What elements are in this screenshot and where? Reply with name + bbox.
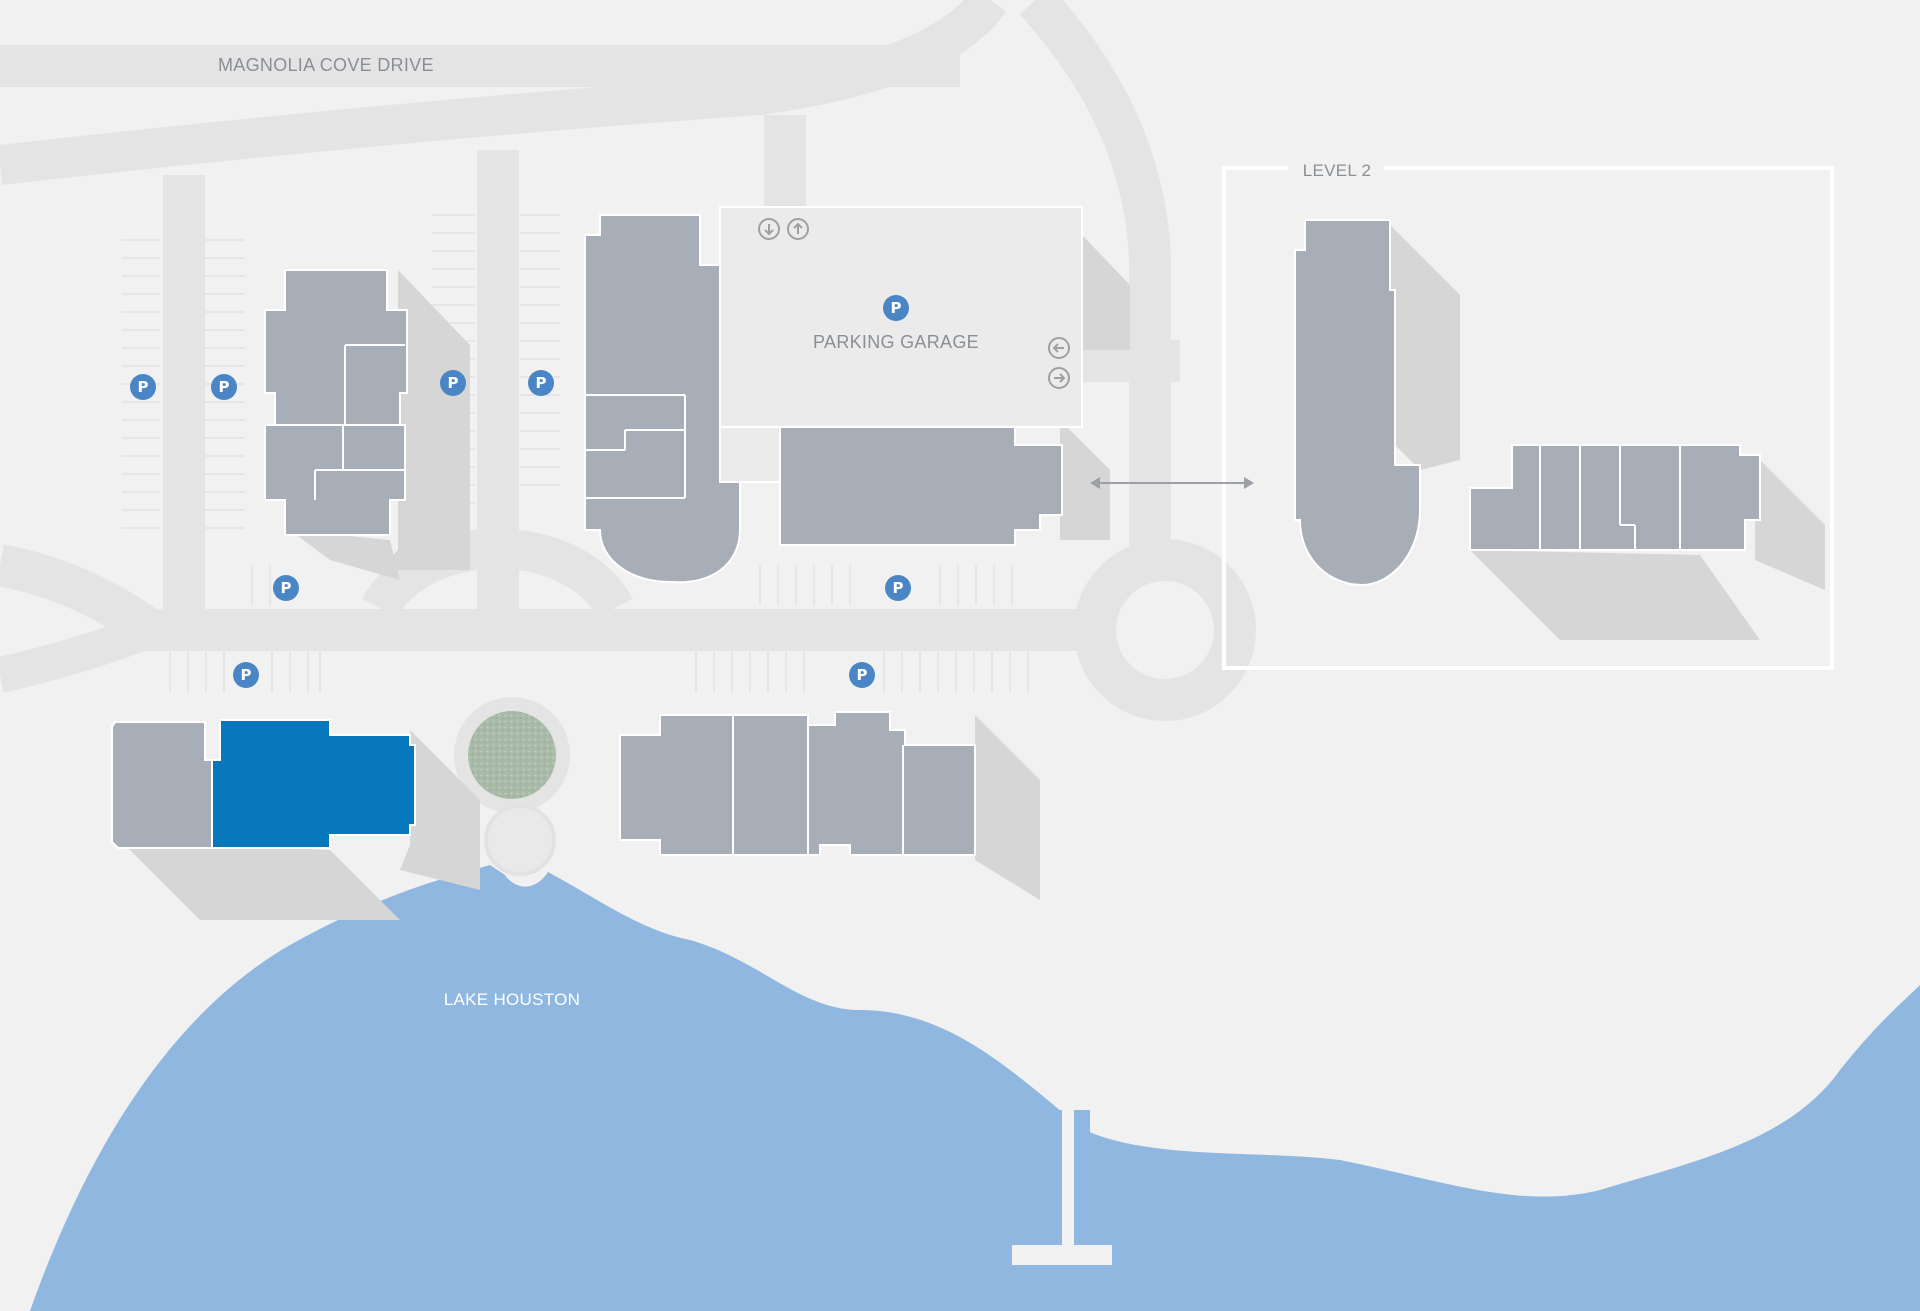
parking-markers: P P P P P P P P P xyxy=(130,295,911,688)
parking-icon[interactable]: P xyxy=(883,295,909,321)
arrow-left-icon xyxy=(1048,337,1070,359)
upper-curve-road xyxy=(0,0,1007,185)
svg-text:P: P xyxy=(536,374,547,392)
svg-text:P: P xyxy=(891,299,902,317)
level-2-label: LEVEL 2 xyxy=(1303,161,1372,180)
building-south-center xyxy=(619,711,976,856)
parking-icon[interactable]: P xyxy=(885,575,911,601)
stripes-col-4 xyxy=(520,214,560,486)
svg-text:P: P xyxy=(241,666,252,684)
parking-icon[interactable]: P xyxy=(440,370,466,396)
building-west-north xyxy=(264,269,408,536)
double-arrow-icon xyxy=(1090,477,1254,489)
parking-garage[interactable]: PARKING GARAGE xyxy=(719,206,1083,483)
svg-text:P: P xyxy=(893,579,904,597)
arrow-right-icon xyxy=(1048,367,1070,389)
arrow-up-icon xyxy=(787,218,809,240)
building-southwest xyxy=(111,721,216,849)
svg-text:P: P xyxy=(448,374,459,392)
parking-icon[interactable]: P xyxy=(233,662,259,688)
stripes-col-2 xyxy=(205,239,245,529)
svg-text:P: P xyxy=(281,579,292,597)
southwest-road xyxy=(0,613,157,693)
parking-icon[interactable]: P xyxy=(528,370,554,396)
svg-text:P: P xyxy=(219,378,230,396)
parking-icon[interactable]: P xyxy=(849,662,875,688)
stripes-col-1 xyxy=(122,239,160,529)
east-arc-road xyxy=(1019,0,1171,560)
parking-garage-label: PARKING GARAGE xyxy=(813,332,979,352)
road-label: MAGNOLIA COVE DRIVE xyxy=(218,55,434,75)
parking-icon[interactable]: P xyxy=(211,374,237,400)
stripes-row-north xyxy=(251,565,1013,605)
fountain xyxy=(468,711,556,799)
road-network xyxy=(0,0,1256,876)
lake-overlook xyxy=(484,804,556,876)
roundabout-arc xyxy=(362,528,633,618)
level-2-inset[interactable]: LEVEL 2 xyxy=(1222,158,1834,670)
lake-houston xyxy=(30,865,1920,1311)
parking-icon[interactable]: P xyxy=(273,575,299,601)
building-central-tower xyxy=(584,214,741,584)
pier xyxy=(1012,1110,1112,1265)
north-south-road-3 xyxy=(764,115,806,210)
building-highlighted-venue[interactable] xyxy=(211,719,416,849)
svg-text:P: P xyxy=(857,666,868,684)
arrow-down-icon xyxy=(758,218,780,240)
north-south-road-1 xyxy=(163,175,205,615)
east-roundabout xyxy=(1074,539,1256,721)
building-garage-south xyxy=(779,426,1063,546)
stripes-row-south xyxy=(169,652,1029,692)
parking-icon[interactable]: P xyxy=(130,374,156,400)
lake-label: LAKE HOUSTON xyxy=(444,990,581,1009)
svg-text:P: P xyxy=(138,378,149,396)
